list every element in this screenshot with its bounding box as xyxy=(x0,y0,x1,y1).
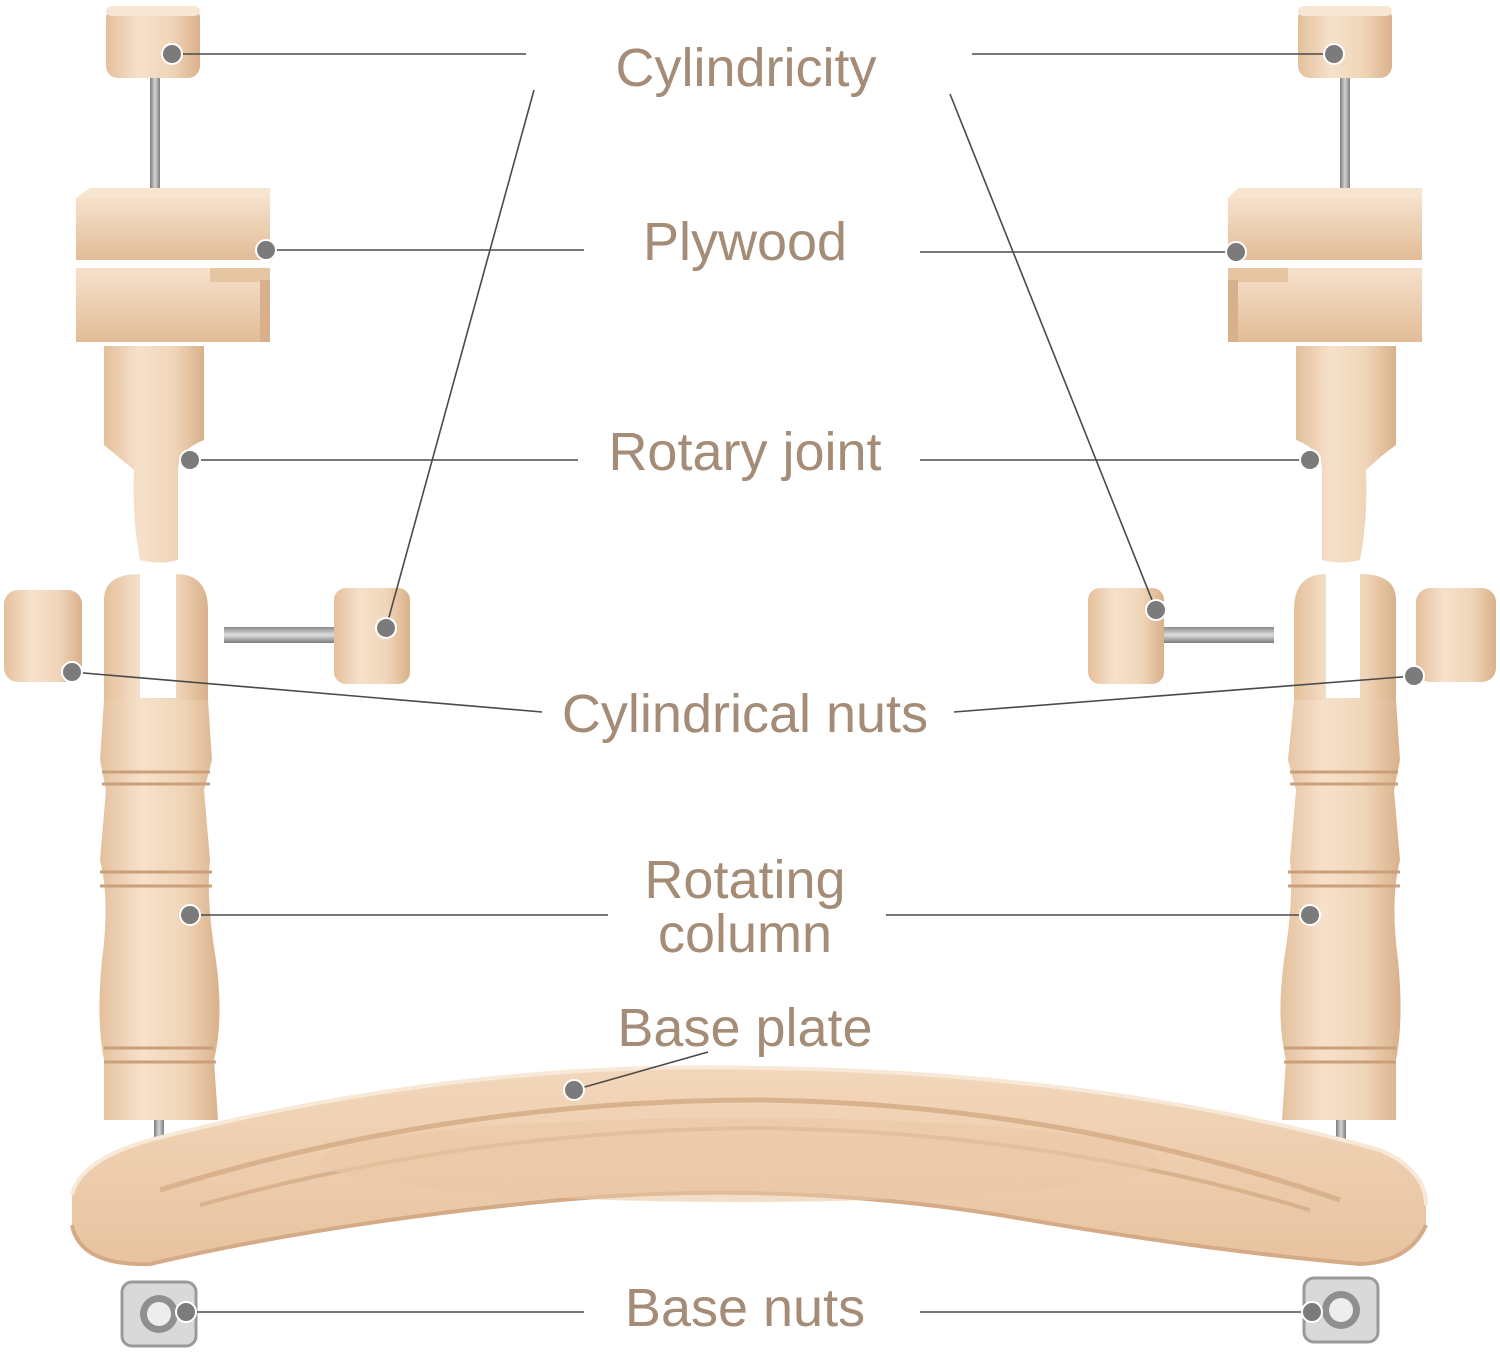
label-base-nuts: Base nuts xyxy=(624,1278,866,1338)
right-outer-cylindrical-nut xyxy=(1416,588,1496,682)
left-assembly xyxy=(4,6,410,1348)
right-rotary-joint xyxy=(1296,346,1396,563)
right-inner-cylindrical-nut xyxy=(1088,588,1164,684)
label-cylindricity: Cylindricity xyxy=(615,38,877,98)
left-top-knob xyxy=(106,6,200,78)
left-column-fork xyxy=(104,574,208,700)
left-rotating-column xyxy=(99,700,220,1120)
label-base-plate: Base plate xyxy=(617,998,873,1058)
base-plate xyxy=(70,1065,1428,1267)
right-column-fork xyxy=(1294,574,1396,700)
right-top-knob xyxy=(1298,6,1392,78)
left-outer-cylindrical-nut xyxy=(4,590,82,682)
label-plywood: Plywood xyxy=(642,212,848,272)
label-rotary-joint: Rotary joint xyxy=(608,422,882,482)
right-base-nut xyxy=(1302,1276,1380,1344)
leader-lines xyxy=(71,53,1415,1313)
left-cross-screw xyxy=(224,627,336,643)
label-rotating-column-line2: column xyxy=(657,904,833,964)
right-cross-screw xyxy=(1162,627,1274,643)
left-plywood-clamp xyxy=(76,188,270,342)
left-rotary-joint xyxy=(104,346,204,563)
right-top-screw xyxy=(1340,78,1350,190)
label-rotating-column: Rotating column xyxy=(644,853,845,961)
left-inner-cylindrical-nut xyxy=(334,588,410,684)
right-plywood-clamp xyxy=(1228,188,1422,342)
right-assembly xyxy=(1088,6,1496,1344)
label-cylindrical-nuts: Cylindrical nuts xyxy=(561,684,929,744)
left-base-nut xyxy=(120,1280,198,1348)
right-rotating-column xyxy=(1280,700,1401,1120)
label-rotating-column-line1: Rotating xyxy=(644,850,846,910)
leader-markers xyxy=(61,43,1425,1323)
left-top-screw xyxy=(150,78,160,190)
